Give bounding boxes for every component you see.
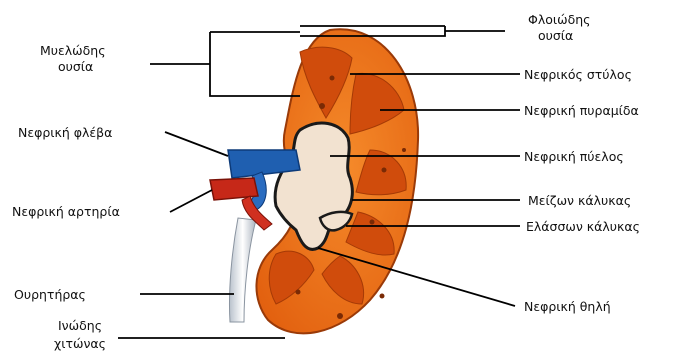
label-renal-vein: Νεφρική φλέβα: [18, 125, 112, 140]
label-renal-pyramid: Νεφρική πυραμίδα: [524, 103, 639, 118]
label-cortex-2: ουσία: [538, 28, 573, 43]
label-renal-papilla: Νεφρική θηλή: [524, 299, 611, 314]
label-capsule-1: Ινώδης: [58, 318, 102, 333]
label-renal-artery: Νεφρική αρτηρία: [12, 204, 120, 219]
label-cortex-1: Φλοιώδης: [528, 12, 591, 27]
label-medulla-2: ουσία: [58, 59, 93, 74]
label-renal-column: Νεφρικός στύλος: [524, 67, 632, 82]
renal-artery: [210, 178, 258, 200]
label-ureter: Ουρητήρας: [14, 287, 86, 302]
label-major-calyx: Μείζων κάλυκας: [528, 193, 631, 208]
label-minor-calyx: Ελάσσων κάλυκας: [526, 219, 640, 234]
ureter-tube: [229, 218, 256, 322]
label-renal-pelvis: Νεφρική πύελος: [524, 149, 624, 164]
label-capsule-2: χιτώνας: [54, 336, 106, 351]
label-medulla-1: Μυελώδης: [40, 43, 106, 58]
